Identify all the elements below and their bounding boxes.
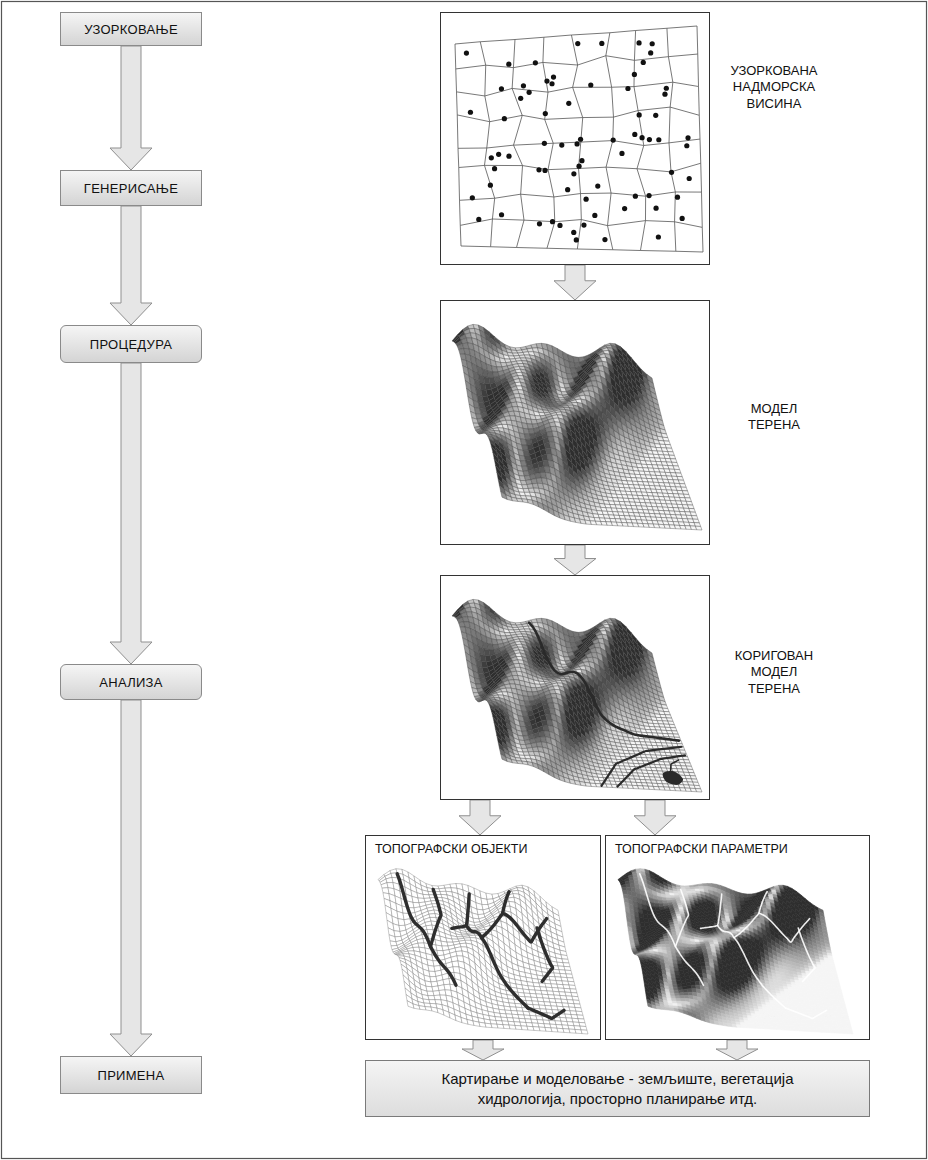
figure: УЗОРКОВАЊЕГЕНЕРИСАЊЕПРОЦЕДУРААНАЛИЗАПРИМ… <box>0 0 928 1160</box>
